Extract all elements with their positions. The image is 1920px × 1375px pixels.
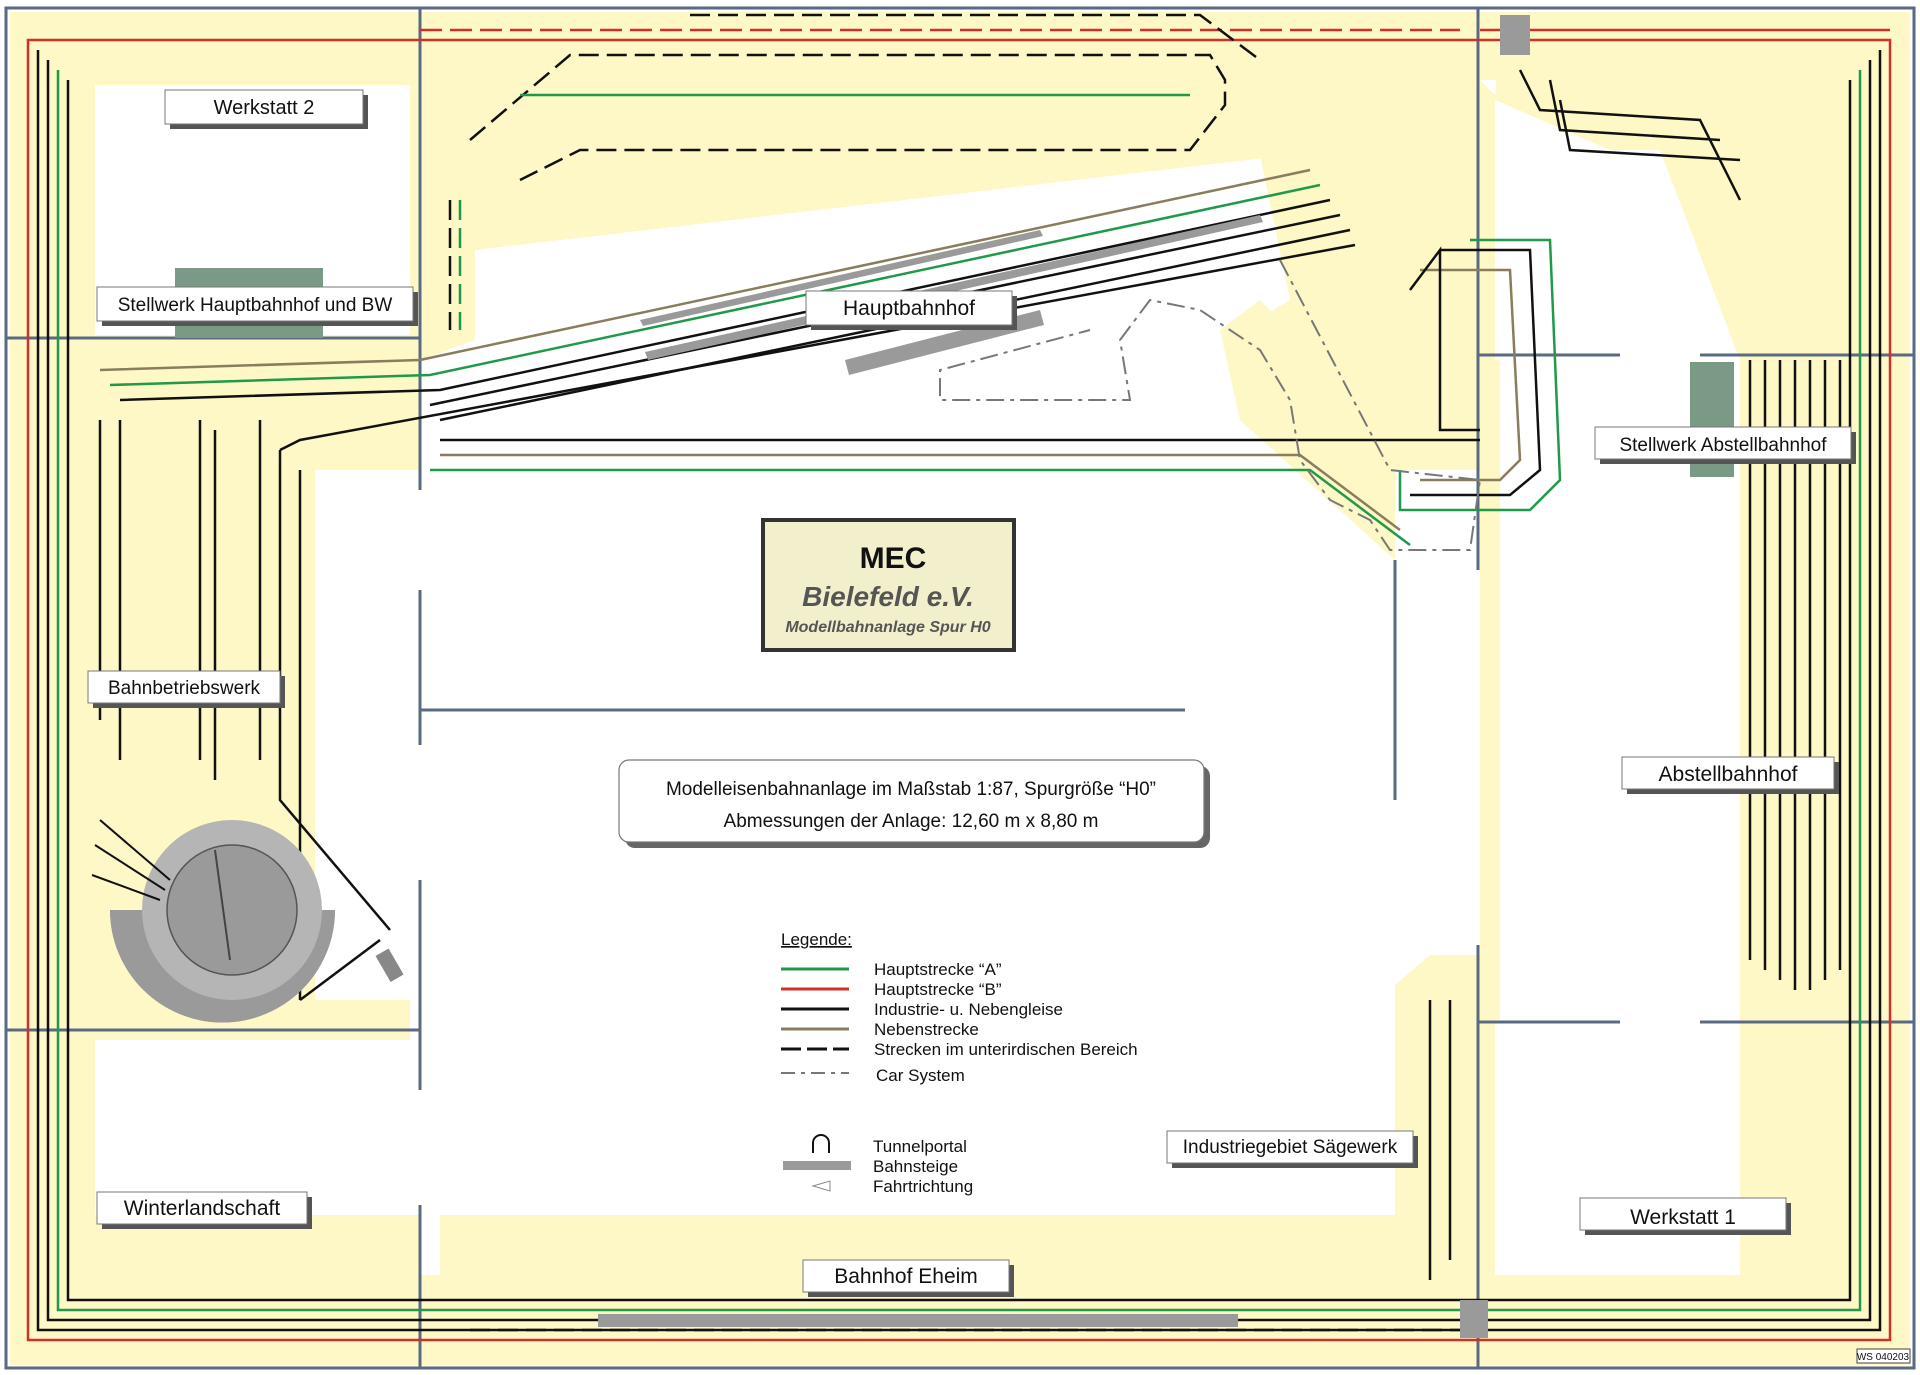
eheim-tracks (470, 1000, 1470, 1332)
label-bahnbetriebswerk: Bahnbetriebswerk (87, 670, 285, 708)
svg-text:Stellwerk Abstellbahnhof: Stellwerk Abstellbahnhof (1619, 435, 1827, 456)
svg-text:Industriegebiet Sägewerk: Industriegebiet Sägewerk (1183, 1137, 1398, 1158)
label-bahnhof-eheim: Bahnhof Eheim (802, 1259, 1014, 1297)
svg-text:Strecken im unterirdischen Ber: Strecken im unterirdischen Bereich (874, 1040, 1138, 1059)
bahnsteig-icon (783, 1161, 851, 1170)
logo-emblem: MEC (860, 542, 927, 575)
svg-text:WS 040203: WS 040203 (1857, 1352, 1910, 1363)
turntable (91, 819, 404, 1023)
svg-text:Werkstatt 2: Werkstatt 2 (214, 97, 315, 119)
svg-text:Nebenstrecke: Nebenstrecke (874, 1020, 979, 1039)
fahrtrichtung-icon (811, 1180, 831, 1192)
svg-text:Fahrtrichtung: Fahrtrichtung (873, 1177, 973, 1196)
logo-subtitle: Modellbahnanlage Spur H0 (785, 619, 990, 636)
hauptbahnhof-tracks (99, 168, 1480, 1000)
label-werkstatt1: Werkstatt 1 (1579, 1197, 1791, 1235)
label-industriegebiet: Industriegebiet Sägewerk (1166, 1130, 1418, 1168)
label-stellwerk-abstell: Stellwerk Abstellbahnhof (1594, 426, 1856, 464)
label-werkstatt2: Werkstatt 2 (164, 89, 368, 129)
svg-text:Modelleisenbahnanlage im Maßst: Modelleisenbahnanlage im Maßstab 1:87, S… (666, 779, 1156, 800)
label-hauptbahnhof: Hauptbahnhof (805, 290, 1017, 330)
logo-name: Bielefeld e.V. (802, 581, 974, 612)
info-box: Modelleisenbahnanlage im Maßstab 1:87, S… (618, 759, 1210, 848)
stamp: WS 040203 (1856, 1348, 1911, 1364)
label-stellwerk-hbf: Stellwerk Hauptbahnhof und BW (96, 286, 418, 326)
svg-text:Winterlandschaft: Winterlandschaft (124, 1197, 281, 1220)
svg-text:Car System: Car System (876, 1066, 965, 1085)
club-logo: MEC Bielefeld e.V. Modellbahnanlage Spur… (761, 518, 1016, 652)
svg-text:Abmessungen der Anlage: 12,60: Abmessungen der Anlage: 12,60 m x 8,80 m (724, 811, 1099, 832)
svg-text:Bahnhof Eheim: Bahnhof Eheim (834, 1265, 978, 1288)
svg-text:Industrie- u. Nebengleise: Industrie- u. Nebengleise (874, 1000, 1063, 1019)
svg-text:Hauptstrecke “A”: Hauptstrecke “A” (874, 960, 1002, 979)
svg-text:Werkstatt 1: Werkstatt 1 (1630, 1206, 1736, 1229)
top-loop (448, 13, 1261, 330)
car-system (939, 259, 1482, 551)
svg-text:Bahnsteige: Bahnsteige (873, 1157, 958, 1176)
svg-text:Tunnelportal: Tunnelportal (873, 1137, 967, 1156)
label-winterlandschaft: Winterlandschaft (96, 1191, 312, 1229)
legend: Legende: Hauptstrecke “A” Hauptstrecke “… (781, 930, 1138, 1196)
label-abstellbahnhof: Abstellbahnhof (1621, 756, 1839, 794)
svg-text:Abstellbahnhof: Abstellbahnhof (1659, 763, 1798, 786)
svg-text:Hauptbahnhof: Hauptbahnhof (843, 297, 975, 320)
tunnelportal-icon (812, 1134, 830, 1153)
svg-text:Legende:: Legende: (781, 930, 852, 949)
svg-text:Bahnbetriebswerk: Bahnbetriebswerk (108, 678, 261, 699)
svg-text:Stellwerk Hauptbahnhof und BW: Stellwerk Hauptbahnhof und BW (118, 295, 393, 316)
svg-text:Hauptstrecke “B”: Hauptstrecke “B” (874, 980, 1002, 999)
